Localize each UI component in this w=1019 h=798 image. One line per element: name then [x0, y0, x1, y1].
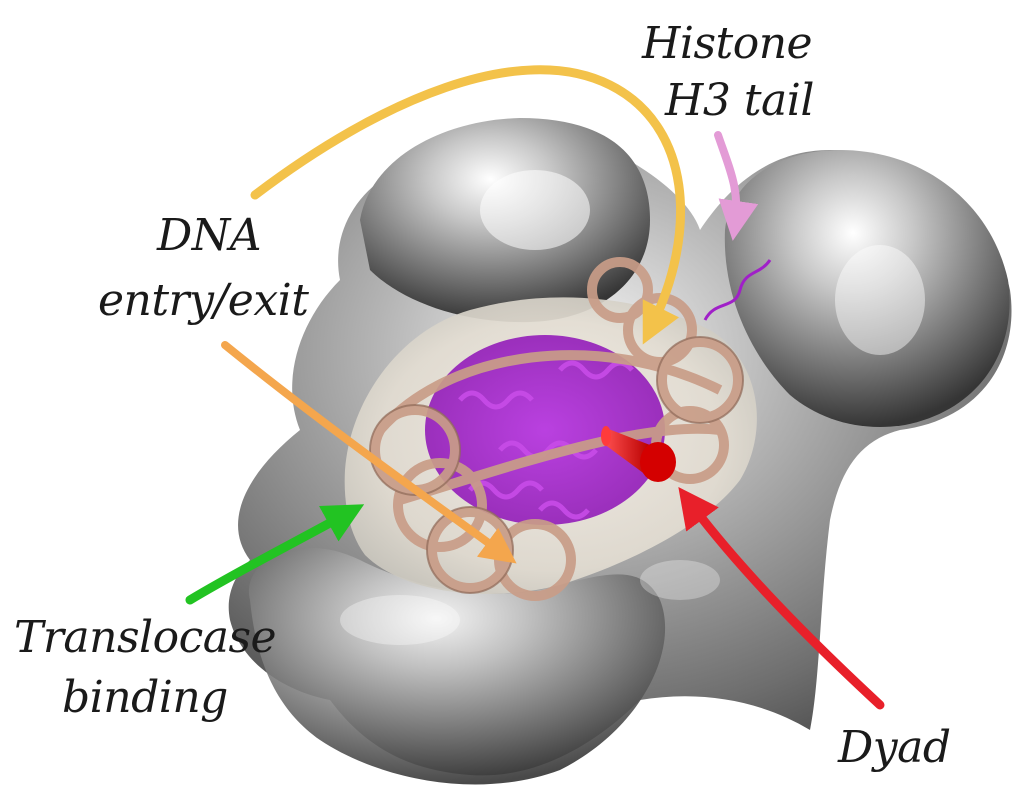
label-dna-line2: entry/exit — [98, 275, 309, 326]
label-dna-line1: DNA — [156, 210, 261, 261]
label-dyad: Dyad — [837, 722, 951, 773]
label-translocase-line1: Translocase — [14, 612, 276, 663]
label-histone-line1: Histone — [641, 18, 812, 69]
label-histone-line2: H3 tail — [664, 75, 814, 126]
label-translocase-line2: binding — [62, 672, 228, 723]
